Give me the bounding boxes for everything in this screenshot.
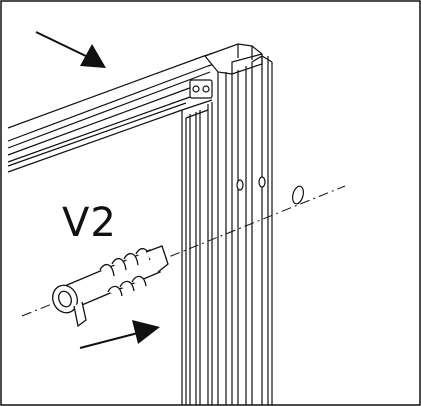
profile-holes xyxy=(236,176,304,205)
alignment-axis xyxy=(21,185,346,317)
part-label-v2: V2 xyxy=(62,200,117,246)
arrow-bottom xyxy=(79,320,160,349)
vertical-profile xyxy=(217,55,273,405)
door-profile xyxy=(181,99,213,405)
arrow-top xyxy=(35,31,106,68)
wall-plug xyxy=(52,245,169,328)
top-rail xyxy=(7,45,237,173)
